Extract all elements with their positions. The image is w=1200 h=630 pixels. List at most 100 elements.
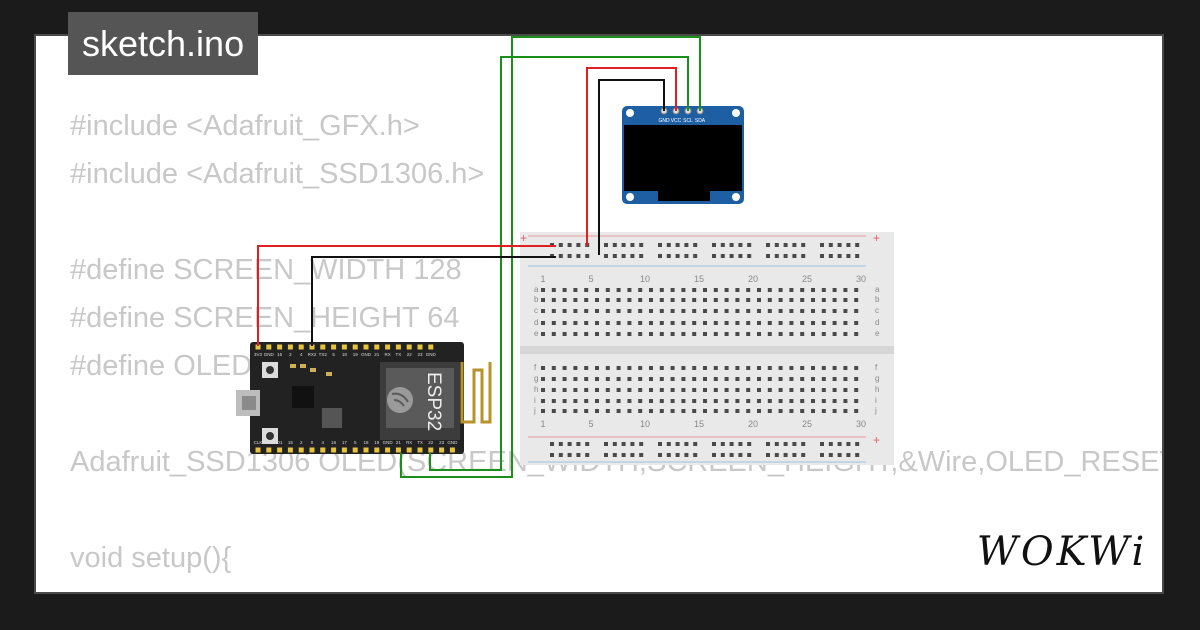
breadboard-hole[interactable] bbox=[585, 453, 590, 457]
breadboard-hole[interactable] bbox=[693, 243, 698, 247]
breadboard-hole[interactable] bbox=[800, 332, 805, 336]
breadboard-hole[interactable] bbox=[675, 453, 680, 457]
breadboard-hole[interactable] bbox=[778, 377, 783, 381]
breadboard-hole[interactable] bbox=[595, 321, 599, 325]
breadboard-hole[interactable] bbox=[854, 309, 859, 313]
breadboard-hole[interactable] bbox=[584, 288, 589, 292]
breadboard-hole[interactable] bbox=[729, 243, 734, 247]
breadboard-hole[interactable] bbox=[562, 332, 567, 336]
breadboard-hole[interactable] bbox=[724, 409, 729, 413]
breadboard-hole[interactable] bbox=[659, 388, 664, 392]
breadboard-hole[interactable] bbox=[573, 409, 578, 413]
breadboard-hole[interactable] bbox=[595, 409, 599, 413]
breadboard-hole[interactable] bbox=[774, 453, 779, 457]
breadboard-hole[interactable] bbox=[854, 399, 859, 403]
breadboard-hole[interactable] bbox=[638, 332, 643, 336]
esp32-pin[interactable] bbox=[417, 447, 423, 453]
breadboard-hole[interactable] bbox=[649, 409, 653, 413]
breadboard-hole[interactable] bbox=[627, 388, 632, 392]
wire-red-3v3[interactable] bbox=[257, 245, 556, 346]
esp32-pin[interactable] bbox=[331, 447, 337, 453]
breadboard-hole[interactable] bbox=[604, 243, 608, 247]
breadboard-hole[interactable] bbox=[854, 388, 859, 392]
breadboard-hole[interactable] bbox=[604, 442, 608, 446]
breadboard-hole[interactable] bbox=[703, 332, 707, 336]
breadboard-hole[interactable] bbox=[703, 298, 707, 302]
breadboard-hole[interactable] bbox=[692, 288, 697, 292]
breadboard-hole[interactable] bbox=[855, 243, 860, 247]
breadboard-hole[interactable] bbox=[832, 409, 837, 413]
breadboard-hole[interactable] bbox=[821, 288, 826, 292]
breadboard-hole[interactable] bbox=[712, 442, 716, 446]
esp32-pin[interactable] bbox=[331, 344, 337, 350]
breadboard-hole[interactable] bbox=[783, 254, 788, 258]
breadboard-hole[interactable] bbox=[541, 309, 545, 313]
breadboard-hole[interactable] bbox=[767, 399, 772, 403]
breadboard-hole[interactable] bbox=[735, 332, 740, 336]
breadboard-hole[interactable] bbox=[713, 298, 718, 302]
breadboard-hole[interactable] bbox=[681, 388, 686, 392]
breadboard-hole[interactable] bbox=[693, 254, 698, 258]
breadboard-hole[interactable] bbox=[778, 409, 783, 413]
breadboard-hole[interactable] bbox=[551, 409, 556, 413]
breadboard-hole[interactable] bbox=[649, 288, 653, 292]
breadboard-hole[interactable] bbox=[713, 409, 718, 413]
breadboard-hole[interactable] bbox=[724, 399, 729, 403]
breadboard-hole[interactable] bbox=[649, 388, 653, 392]
breadboard-hole[interactable] bbox=[757, 366, 761, 370]
breadboard-hole[interactable] bbox=[828, 243, 833, 247]
breadboard-hole[interactable] bbox=[854, 321, 859, 325]
breadboard-hole[interactable] bbox=[616, 321, 621, 325]
breadboard-hole[interactable] bbox=[712, 243, 716, 247]
breadboard-hole[interactable] bbox=[649, 332, 653, 336]
breadboard-hole[interactable] bbox=[675, 442, 680, 446]
breadboard-hole[interactable] bbox=[735, 288, 740, 292]
breadboard-hole[interactable] bbox=[801, 254, 806, 258]
breadboard-hole[interactable] bbox=[616, 298, 621, 302]
breadboard-hole[interactable] bbox=[855, 254, 860, 258]
breadboard-hole[interactable] bbox=[558, 442, 563, 446]
breadboard-hole[interactable] bbox=[792, 453, 797, 457]
breadboard-hole[interactable] bbox=[832, 388, 837, 392]
breadboard-hole[interactable] bbox=[757, 377, 761, 381]
esp32-pin[interactable] bbox=[385, 344, 391, 350]
breadboard-hole[interactable] bbox=[820, 442, 824, 446]
breadboard-hole[interactable] bbox=[811, 377, 815, 381]
breadboard-hole[interactable] bbox=[621, 254, 626, 258]
breadboard-hole[interactable] bbox=[789, 288, 794, 292]
breadboard-hole[interactable] bbox=[684, 442, 689, 446]
breadboard-hole[interactable] bbox=[735, 298, 740, 302]
breadboard-hole[interactable] bbox=[746, 298, 751, 302]
breadboard-hole[interactable] bbox=[584, 399, 589, 403]
breadboard-hole[interactable] bbox=[551, 332, 556, 336]
breadboard-hole[interactable] bbox=[821, 388, 826, 392]
breadboard-hole[interactable] bbox=[638, 409, 643, 413]
breadboard-hole[interactable] bbox=[649, 298, 653, 302]
breadboard-hole[interactable] bbox=[747, 254, 752, 258]
breadboard-hole[interactable] bbox=[767, 332, 772, 336]
breadboard-hole[interactable] bbox=[692, 332, 697, 336]
breadboard-hole[interactable] bbox=[774, 442, 779, 446]
breadboard-hole[interactable] bbox=[854, 377, 859, 381]
breadboard-hole[interactable] bbox=[783, 442, 788, 446]
wire-red-oled-vcc[interactable] bbox=[586, 67, 677, 246]
breadboard-hole[interactable] bbox=[681, 332, 686, 336]
breadboard-hole[interactable] bbox=[681, 409, 686, 413]
breadboard-hole[interactable] bbox=[595, 399, 599, 403]
breadboard-hole[interactable] bbox=[854, 366, 859, 370]
breadboard-hole[interactable] bbox=[720, 453, 725, 457]
breadboard-hole[interactable] bbox=[604, 453, 608, 457]
breadboard-hole[interactable] bbox=[832, 366, 837, 370]
esp32-pin[interactable] bbox=[287, 344, 293, 350]
breadboard-hole[interactable] bbox=[703, 288, 707, 292]
breadboard-hole[interactable] bbox=[747, 453, 752, 457]
breadboard-hole[interactable] bbox=[713, 332, 718, 336]
breadboard-hole[interactable] bbox=[605, 309, 610, 313]
breadboard-hole[interactable] bbox=[627, 409, 632, 413]
breadboard-hole[interactable] bbox=[541, 377, 545, 381]
breadboard-hole[interactable] bbox=[820, 453, 824, 457]
breadboard-hole[interactable] bbox=[541, 399, 545, 403]
breadboard-hole[interactable] bbox=[573, 399, 578, 403]
breadboard-hole[interactable] bbox=[605, 298, 610, 302]
breadboard-hole[interactable] bbox=[800, 288, 805, 292]
